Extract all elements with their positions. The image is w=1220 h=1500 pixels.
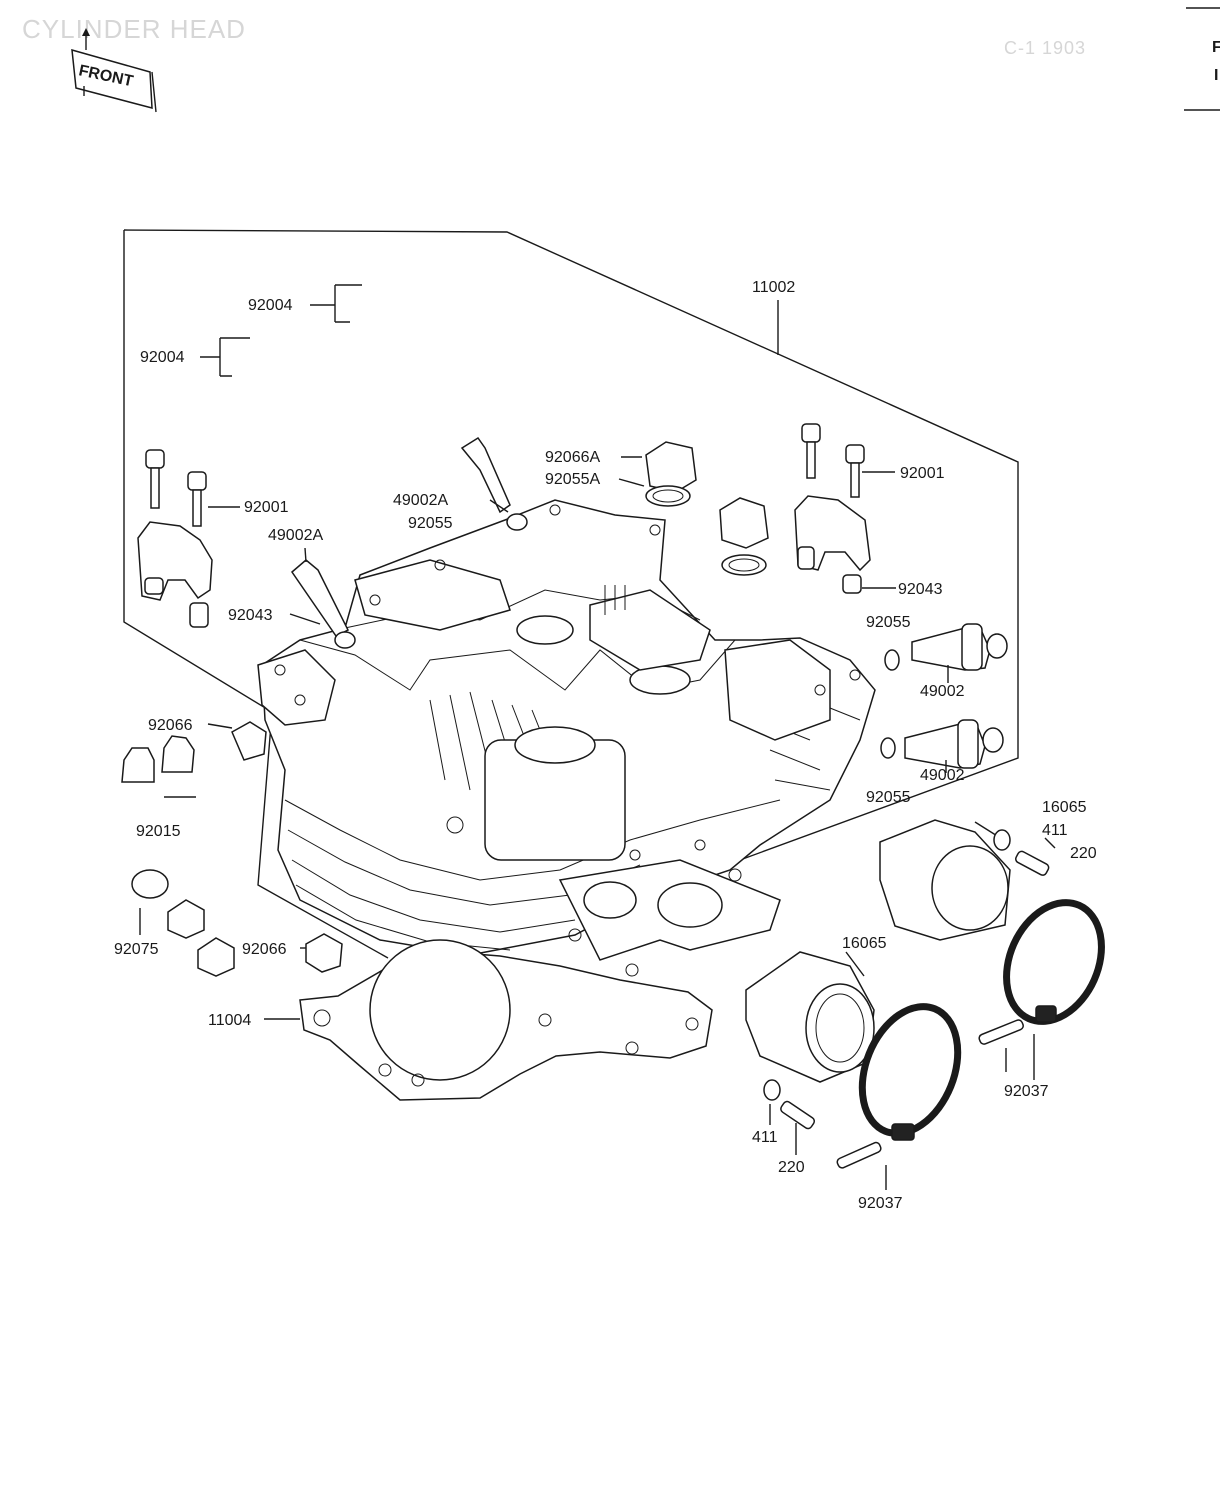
rubber-cap	[645, 441, 769, 576]
label-11004: 11004	[208, 1012, 251, 1029]
front-direction-badge: FRONT	[71, 28, 157, 113]
label-220: 220	[1070, 845, 1097, 862]
right-margin-marks: F I	[1184, 7, 1220, 111]
label-16065: 16065	[842, 935, 887, 952]
label-92043: 92043	[228, 607, 273, 624]
head-gasket	[299, 939, 713, 1101]
label-92037: 92037	[858, 1195, 903, 1212]
label-92075: 92075	[114, 941, 159, 958]
label-92015: 92015	[136, 823, 181, 840]
label-220: 220	[778, 1159, 805, 1176]
cylinder-head-body	[257, 499, 876, 961]
label-92001: 92001	[244, 499, 289, 516]
label-92066: 92066	[242, 941, 287, 958]
label-92066: 92066	[148, 717, 193, 734]
svg-text:F: F	[1212, 39, 1220, 56]
label-92055: 92055	[866, 614, 911, 631]
label-92004: 92004	[140, 349, 185, 366]
label-92004: 92004	[248, 297, 293, 314]
oil-pipe-fitting	[880, 623, 1008, 769]
hose-clamp	[858, 899, 1105, 1141]
label-92055a: 92055A	[545, 471, 600, 488]
label-92055: 92055	[408, 515, 453, 532]
oil-fitting	[291, 436, 528, 649]
label-92043: 92043	[898, 581, 943, 598]
label-411: 411	[752, 1129, 778, 1146]
label-92001: 92001	[900, 465, 945, 482]
label-411-upper: 411	[1042, 822, 1068, 839]
label-92066a: 92066A	[545, 449, 600, 466]
plug-cap	[121, 721, 343, 977]
label-92037: 92037	[1004, 1083, 1049, 1100]
label-49002: 49002	[920, 683, 965, 700]
part-number-labels: 11002 92004 92004 92001 92001 49002A 920…	[114, 279, 1097, 1212]
stud-bolt	[228, 281, 434, 424]
label-49002: 49002	[920, 767, 965, 784]
carburetor-holder	[745, 819, 1011, 1083]
svg-text:I: I	[1214, 67, 1218, 84]
label-11002: 11002	[752, 279, 795, 296]
reference-code: C-1 1903	[1004, 38, 1087, 58]
clamp-screw	[763, 829, 1050, 1169]
label-49002a: 49002A	[393, 492, 448, 509]
cap-bolt	[145, 423, 865, 527]
label-92055: 92055	[866, 789, 911, 806]
label-49002a: 49002A	[268, 527, 323, 544]
page-title: CYLINDER HEAD	[22, 14, 246, 44]
camshaft-cap	[137, 495, 871, 628]
label-16065: 16065	[1042, 799, 1087, 816]
